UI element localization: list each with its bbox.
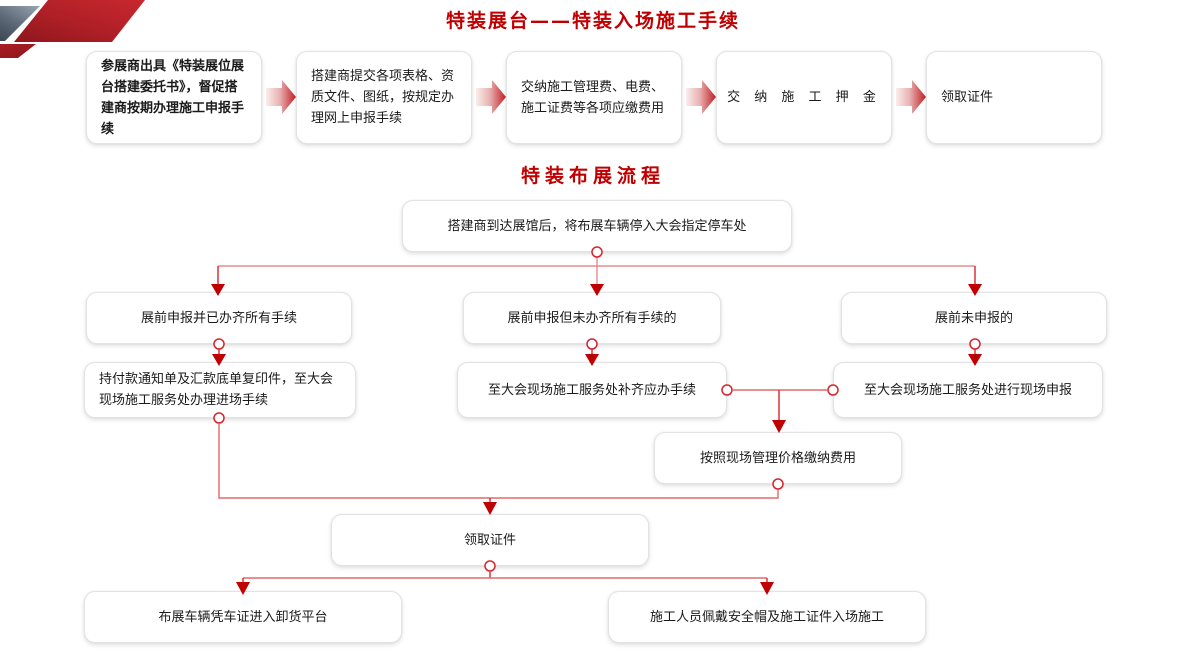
connector-n8-n9 [483, 478, 784, 515]
flow-label-n5: 持付款通知单及汇款底单复印件，至大会现场施工服务处办理进场手续 [99, 372, 334, 408]
step-label-s4: 交 纳 施 工 押 金 [727, 90, 881, 105]
flow-label-n3: 展前申报但未办齐所有手续的 [507, 310, 677, 326]
step-label-s3: 交纳施工管理费、电费、施工证费等各项应缴费用 [521, 79, 665, 116]
flow-label-n10: 布展车辆凭车证进入卸货平台 [158, 609, 328, 625]
connector-n1-split [211, 246, 982, 296]
flow-box-n3[interactable]: 展前申报但未办齐所有手续的 [463, 292, 721, 344]
right-arrow-icon-2 [476, 80, 506, 114]
flow-label-n8: 按照现场管理价格缴纳费用 [699, 450, 856, 466]
step-label-s1: 参展商出具《特装展位展台搭建委托书》，督促搭建商按期办理施工申报手续 [101, 58, 245, 137]
right-arrow-icon-3 [686, 80, 716, 114]
step-box-s4[interactable]: 交 纳 施 工 押 金 [716, 51, 892, 144]
page-title-setup-flow: 特装布展流程 [520, 165, 665, 187]
connector-n9-split [236, 560, 774, 595]
flow-box-n10[interactable]: 布展车辆凭车证进入卸货平台 [84, 591, 402, 643]
flow-label-n1: 搭建商到达展馆后，将布展车辆停入大会指定停车处 [447, 218, 747, 234]
flow-label-n4: 展前未申报的 [934, 310, 1013, 326]
step-box-s5[interactable]: 领取证件 [926, 51, 1102, 144]
flow-box-n7[interactable]: 至大会现场施工服务处进行现场申报 [833, 362, 1103, 418]
flow-box-n9[interactable]: 领取证件 [331, 514, 649, 566]
step-box-s3[interactable]: 交纳施工管理费、电费、施工证费等各项应缴费用 [506, 51, 682, 144]
flow-label-n9: 领取证件 [463, 532, 516, 548]
flow-box-n6[interactable]: 至大会现场施工服务处补齐应办手续 [457, 362, 727, 418]
right-arrow-icon-4 [896, 80, 926, 114]
step-box-s2[interactable]: 搭建商提交各项表格、资质文件、图纸，按规定办理网上申报手续 [296, 51, 472, 144]
flow-label-n7: 至大会现场施工服务处进行现场申报 [863, 382, 1072, 398]
flow-label-n2: 展前申报并已办齐所有手续 [140, 310, 297, 326]
connector-n5-n9 [213, 412, 490, 499]
flow-box-n8[interactable]: 按照现场管理价格缴纳费用 [654, 432, 902, 484]
flow-box-n2[interactable]: 展前申报并已办齐所有手续 [86, 292, 352, 344]
step-label-s5: 领取证件 [941, 90, 994, 105]
corner-red-accent [0, 44, 36, 58]
flow-box-n1[interactable]: 搭建商到达展馆后，将布展车辆停入大会指定停车处 [402, 200, 792, 252]
connector-n6-n7-n8 [721, 384, 839, 433]
flow-box-n5[interactable]: 持付款通知单及汇款底单复印件，至大会现场施工服务处办理进场手续 [84, 362, 356, 418]
flow-box-n11[interactable]: 施工人员佩戴安全帽及施工证件入场施工 [608, 591, 926, 643]
step-box-s1[interactable]: 参展商出具《特装展位展台搭建委托书》，督促搭建商按期办理施工申报手续 [86, 51, 262, 144]
flow-label-n6: 至大会现场施工服务处补齐应办手续 [487, 382, 696, 398]
right-arrow-icon-1 [266, 80, 296, 114]
page-title-procedures: 特装展台——特装入场施工手续 [445, 10, 740, 32]
step-label-s2: 搭建商提交各项表格、资质文件、图纸，按规定办理网上申报手续 [311, 69, 455, 126]
flow-label-n11: 施工人员佩戴安全帽及施工证件入场施工 [649, 609, 884, 625]
flow-box-n4[interactable]: 展前未申报的 [841, 292, 1107, 344]
